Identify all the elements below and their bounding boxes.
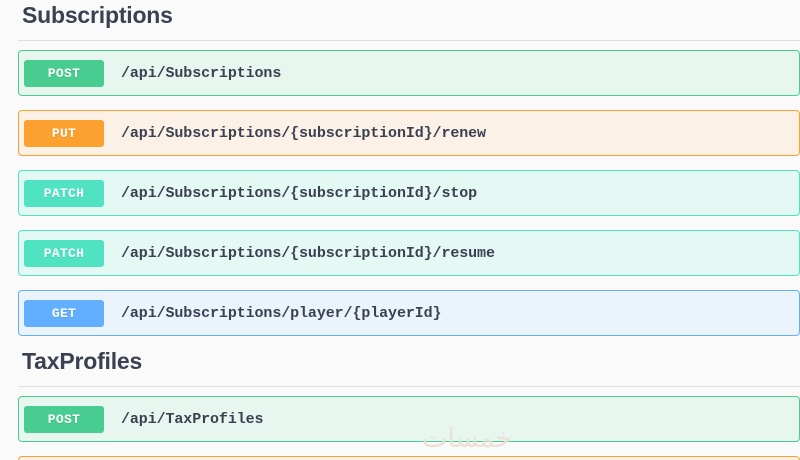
http-method-badge: GET [24,299,104,327]
operation-summary[interactable]: POST /api/Subscriptions [19,51,799,95]
operation-row[interactable]: GET /api/Subscriptions/player/{playerId} [18,290,800,336]
operation-row[interactable]: PUT /api/TaxProfiles/{id} [18,456,800,460]
operation-path: /api/Subscriptions/player/{playerId} [121,304,442,322]
http-method-badge: PUT [24,119,104,147]
http-method-badge: POST [24,405,104,433]
tag-section-taxprofiles: TaxProfiles POST /api/TaxProfiles PUT /a… [0,350,800,460]
tag-section-subscriptions: Subscriptions POST /api/Subscriptions PU… [0,4,800,336]
operation-row[interactable]: POST /api/Subscriptions [18,50,800,96]
operation-summary[interactable]: POST /api/TaxProfiles [19,397,799,441]
tag-title-taxprofiles[interactable]: TaxProfiles [18,350,800,387]
operation-summary[interactable]: GET /api/Subscriptions/player/{playerId} [19,291,799,335]
operation-summary[interactable]: PUT /api/Subscriptions/{subscriptionId}/… [19,111,799,155]
operation-path: /api/Subscriptions/{subscriptionId}/resu… [121,244,495,262]
operation-row[interactable]: POST /api/TaxProfiles [18,396,800,442]
operation-row[interactable]: PUT /api/Subscriptions/{subscriptionId}/… [18,110,800,156]
operation-row[interactable]: PATCH /api/Subscriptions/{subscriptionId… [18,170,800,216]
http-method-badge: PATCH [24,179,104,207]
operation-row[interactable]: PATCH /api/Subscriptions/{subscriptionId… [18,230,800,276]
operation-summary[interactable]: PATCH /api/Subscriptions/{subscriptionId… [19,171,799,215]
operation-summary[interactable]: PATCH /api/Subscriptions/{subscriptionId… [19,231,799,275]
operation-path: /api/Subscriptions [121,64,282,82]
operation-path: /api/Subscriptions/{subscriptionId}/rene… [121,124,486,142]
http-method-badge: POST [24,59,104,87]
http-method-badge: PATCH [24,239,104,267]
operation-path: /api/TaxProfiles [121,410,264,428]
tag-title-subscriptions[interactable]: Subscriptions [18,4,800,41]
operation-path: /api/Subscriptions/{subscriptionId}/stop [121,184,478,202]
